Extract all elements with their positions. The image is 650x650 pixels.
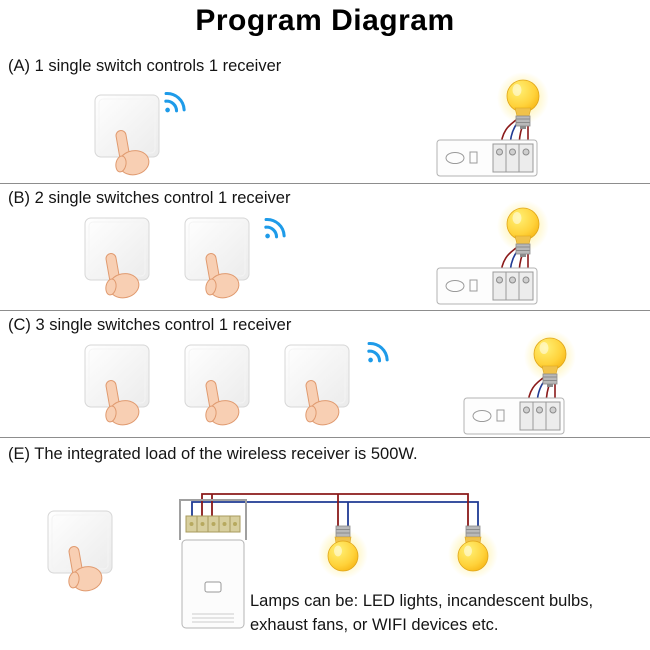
light-bulb-icon bbox=[448, 525, 498, 579]
section-divider bbox=[0, 310, 650, 311]
wireless-switch bbox=[82, 215, 152, 303]
lamps-note-line1: Lamps can be: LED lights, incandescent b… bbox=[250, 592, 594, 610]
lamps-note: Lamps can be: LED lights, incandescent b… bbox=[250, 590, 642, 638]
receiver-with-bulb bbox=[462, 330, 592, 442]
page-title: Program Diagram bbox=[195, 4, 455, 37]
pointing-finger-icon bbox=[305, 380, 340, 426]
light-bulb-icon bbox=[506, 207, 540, 257]
wireless-switch bbox=[182, 215, 252, 303]
receiver-wiring-diagram bbox=[168, 486, 498, 636]
receiver-icon bbox=[463, 397, 565, 435]
receiver-with-bulb bbox=[435, 200, 565, 312]
section-divider bbox=[0, 183, 650, 184]
section-b-label: (B) 2 single switches control 1 receiver bbox=[8, 189, 291, 207]
wires bbox=[191, 493, 479, 526]
wireless-switch bbox=[82, 342, 152, 430]
lamps-note-line2: exhaust fans, or WIFI devices etc. bbox=[250, 615, 499, 634]
wireless-switch bbox=[92, 92, 162, 180]
receiver-icon bbox=[436, 267, 538, 305]
wireless-switch bbox=[282, 342, 352, 430]
pointing-finger-icon bbox=[105, 253, 140, 299]
wifi-icon bbox=[255, 212, 291, 248]
pointing-finger-icon bbox=[205, 253, 240, 299]
section-e-label: (E) The integrated load of the wireless … bbox=[8, 445, 418, 463]
receiver-box-icon bbox=[179, 499, 247, 629]
wifi-icon bbox=[358, 336, 394, 372]
pointing-finger-icon bbox=[115, 130, 150, 176]
pointing-finger-icon bbox=[68, 546, 103, 592]
wifi-icon bbox=[155, 86, 191, 122]
pointing-finger-icon bbox=[205, 380, 240, 426]
light-bulb-icon bbox=[318, 525, 368, 579]
section-c-label: (C) 3 single switches control 1 receiver bbox=[8, 316, 292, 334]
pointing-finger-icon bbox=[105, 380, 140, 426]
section-divider bbox=[0, 437, 650, 438]
section-a-label: (A) 1 single switch controls 1 receiver bbox=[8, 57, 282, 75]
receiver-icon bbox=[436, 139, 538, 177]
light-bulb-icon bbox=[506, 79, 540, 129]
wireless-switch bbox=[182, 342, 252, 430]
light-bulb-icon bbox=[533, 337, 567, 387]
receiver-with-bulb bbox=[435, 72, 565, 184]
wireless-switch bbox=[45, 508, 115, 596]
